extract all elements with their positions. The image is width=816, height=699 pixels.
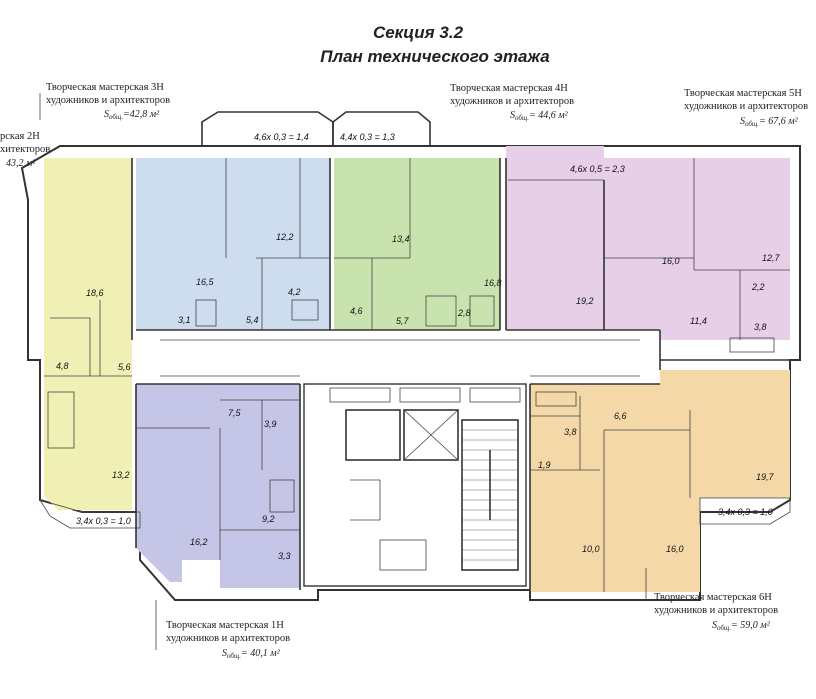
room-area: 5,7	[396, 316, 410, 326]
unit-2H-area	[44, 158, 132, 510]
room-area: 4,8	[56, 361, 69, 371]
room-area: 5,4	[246, 315, 259, 325]
balcony-label-3H: 4,6х 0,3 = 1,4	[254, 132, 309, 142]
room-area: 9,2	[262, 514, 275, 524]
room-area: 5,6	[118, 362, 131, 372]
room-area: 3,8	[754, 322, 767, 332]
room-area: 2,2	[751, 282, 765, 292]
building-core	[303, 383, 527, 587]
title-line-1: Секция 3.2	[373, 23, 464, 42]
room-area: 3,8	[564, 427, 577, 437]
unit-caption-6H: Творческая мастерская 6Н художников и ар…	[645, 568, 778, 632]
svg-text:Sобщ.= 44,6 м²: Sобщ.= 44,6 м²	[510, 110, 569, 122]
svg-text:Творческая мастерская 1Н: Творческая мастерская 1Н	[166, 620, 284, 631]
svg-text:Творческая мастерская 4Н: Творческая мастерская 4Н	[450, 83, 568, 94]
svg-text:Творческая мастерская 6Н: Творческая мастерская 6Н	[654, 592, 772, 603]
svg-text:художников и архитекторов: художников и архитекторов	[684, 101, 808, 112]
room-area: 3,1	[178, 315, 191, 325]
balcony-label-2H: 3,4х 0,3 = 1,0	[76, 516, 131, 526]
room-area: 16,2	[190, 537, 208, 547]
room-area: 4,6	[350, 306, 363, 316]
room-area: 6,6	[614, 411, 627, 421]
svg-text:хитекторов: хитекторов	[0, 144, 50, 155]
svg-text:художников и архитекторов: художников и архитекторов	[450, 96, 574, 107]
balcony-label-6H: 3,4х 0,3 = 1,0	[718, 507, 773, 517]
unit-caption-4H: Творческая мастерская 4Н художников и ар…	[450, 83, 574, 122]
room-area: 19,2	[576, 296, 594, 306]
room-area: 3,3	[278, 551, 291, 561]
room-area: 2,8	[457, 308, 471, 318]
room-area: 12,2	[276, 232, 294, 242]
room-area-labels: 12,2 16,5 4,2 3,1 5,4 13,4 4,6 5,7 2,8 1…	[56, 232, 781, 561]
room-area: 11,4	[690, 316, 707, 326]
unit-caption-5H: Творческая мастерская 5Н художников и ар…	[684, 88, 808, 128]
svg-text:Sобщ.=42,8 м²: Sобщ.=42,8 м²	[104, 109, 160, 121]
svg-text:Творческая мастерская 5Н: Творческая мастерская 5Н	[684, 88, 802, 99]
svg-text:художников и архитекторов: художников и архитекторов	[654, 605, 778, 616]
svg-text:рская 2Н: рская 2Н	[0, 131, 40, 142]
room-area: 16,0	[666, 544, 684, 554]
svg-text:художников и архитекторов: художников и архитекторов	[166, 633, 290, 644]
svg-text:43,2 м²: 43,2 м²	[6, 158, 36, 169]
room-area: 13,2	[112, 470, 130, 480]
unit-3H-area	[136, 158, 330, 330]
corridor	[160, 339, 640, 377]
svg-text:Sобщ.= 67,6 м²: Sобщ.= 67,6 м²	[740, 116, 799, 128]
svg-text:Творческая мастерская 3Н: Творческая мастерская 3Н	[46, 82, 164, 93]
balcony-label-5H: 4,6х 0,5 = 2,3	[570, 164, 625, 174]
internal-walls	[44, 158, 790, 592]
unit-1H-area	[136, 384, 300, 588]
svg-text:Sобщ.= 40,1 м²: Sобщ.= 40,1 м²	[222, 648, 281, 660]
room-area: 12,7	[762, 253, 781, 263]
svg-text:Sобщ.= 59,0 м²: Sобщ.= 59,0 м²	[712, 620, 771, 632]
unit-6H-area	[530, 370, 790, 592]
room-area: 13,4	[392, 234, 410, 244]
balcony-2H	[39, 499, 141, 529]
room-area: 18,6	[86, 288, 104, 298]
room-area: 16,0	[662, 256, 680, 266]
balcony-label-4H: 4,4х 0,3 = 1,3	[340, 132, 395, 142]
room-area: 4,2	[288, 287, 301, 297]
balcony-6H	[699, 497, 791, 525]
title-line-2: План технического этажа	[320, 47, 549, 66]
room-area: 1,9	[538, 460, 551, 470]
room-area: 10,0	[582, 544, 600, 554]
room-area: 7,5	[228, 408, 242, 418]
room-area: 16,8	[484, 278, 502, 288]
room-area: 19,7	[756, 472, 775, 482]
room-area: 16,5	[196, 277, 215, 287]
unit-caption-1H: Творческая мастерская 1Н художников и ар…	[155, 600, 290, 660]
unit-4H-area	[334, 158, 500, 330]
svg-text:художников и архитекторов: художников и архитекторов	[46, 95, 170, 106]
room-area: 3,9	[264, 419, 277, 429]
unit-caption-3H: Творческая мастерская 3Н художников и ар…	[39, 82, 170, 121]
unit-caption-2H: рская 2Н хитекторов 43,2 м²	[0, 131, 50, 169]
unit-5H-area	[506, 146, 790, 340]
